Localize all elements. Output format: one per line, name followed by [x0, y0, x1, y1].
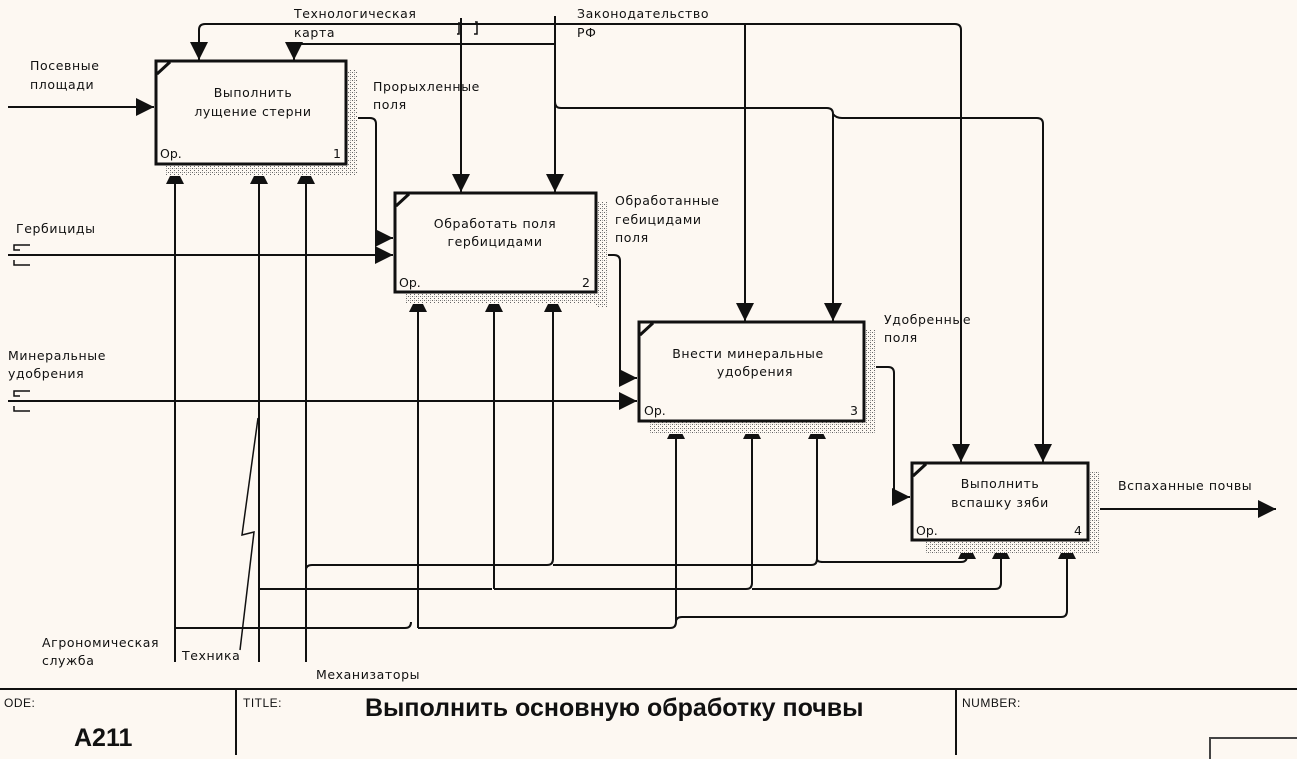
line-agro-bus	[175, 621, 412, 629]
arrow-agro-to-box3	[418, 421, 685, 629]
divider	[235, 690, 237, 755]
diagram-title: Выполнить основную обработку почвы	[365, 694, 864, 722]
label-mineralnye-1: Минеральные	[8, 348, 106, 363]
title-label: TITLE:	[243, 696, 283, 710]
activity-3-number: 3	[850, 403, 858, 418]
label-tech-card-1: Технологическая	[293, 6, 417, 21]
divider	[955, 690, 957, 755]
label-law-1: Законодательство	[577, 6, 709, 21]
box-corner-mark	[638, 321, 655, 337]
arrow-udobrennye-polya	[864, 366, 910, 506]
arrow-tehnika-to-box3	[494, 421, 761, 590]
node-value: A211	[74, 724, 133, 752]
arrow-law-branch	[554, 101, 842, 321]
activity-3-title-line-2: удобрения	[717, 364, 793, 379]
number-box	[1209, 737, 1297, 759]
number-label: NUMBER:	[962, 696, 1021, 710]
tunnel-bracket-mineralnye	[13, 390, 30, 412]
label-posevnye-1: Посевные	[30, 58, 100, 73]
tunnel-tech-card	[457, 21, 478, 35]
title-block: ODE: A211 TITLE: Выполнить основную обра…	[0, 688, 1297, 759]
activity-4-title-line-1: Выполнить	[961, 476, 1040, 491]
activity-4-number: 4	[1074, 523, 1082, 538]
arrow-tech-card-to-box1	[190, 23, 745, 60]
title-cell: TITLE:	[237, 690, 956, 755]
box-corner-mark	[394, 192, 411, 208]
activity-1-number: 1	[333, 146, 341, 161]
idef0-diagram: Выполнить лущение стерни Ор. 1 Обработат…	[8, 6, 1276, 682]
arrow-law-to-box4	[832, 113, 1052, 462]
label-posevnye-2: площади	[30, 77, 94, 92]
arrow-agro-to-box4	[675, 541, 1076, 623]
label-mineralnye-2: удобрения	[8, 366, 84, 381]
line-law-top	[745, 23, 970, 462]
label-proryhlennye-1: Прорыхленные	[373, 79, 480, 94]
node-label: ODE:	[4, 696, 36, 710]
activity-4-title-line-2: вспашку зяби	[951, 495, 1049, 510]
activity-box-4[interactable]: Выполнить вспашку зяби Ор. 4	[910, 461, 1100, 553]
arrow-proryhlennye-polya	[346, 117, 393, 247]
label-mehanizatory: Механизаторы	[316, 667, 420, 682]
label-obrabotannye-3: поля	[615, 230, 649, 245]
label-tech-card-2: карта	[294, 25, 335, 40]
activity-box-3[interactable]: Внести минеральные удобрения Ор. 3	[637, 320, 876, 434]
activity-4-label: Ор.	[916, 523, 938, 538]
activity-2-title-line-2: гербицидами	[447, 234, 542, 249]
label-gerbicidy: Гербициды	[16, 221, 96, 236]
arrow-obrabotannye-polya	[596, 254, 637, 387]
number-cell: NUMBER:	[957, 690, 1297, 755]
arrow-mehanizatory-to-box3	[553, 421, 826, 566]
activity-2-number: 2	[582, 275, 590, 290]
line-mehanizatory-bus	[305, 294, 562, 571]
activity-2-label: Ор.	[399, 275, 421, 290]
activity-1-label: Ор.	[160, 146, 182, 161]
arrow-tehnika-to-box4	[752, 541, 1010, 590]
activity-1-title-line-1: Выполнить	[214, 85, 293, 100]
arrow-tech-card-to-box1-b	[285, 42, 555, 60]
label-obrabotannye-2: гебицидами	[615, 212, 702, 227]
activity-1-title-line-2: лущение стерни	[194, 104, 311, 119]
activity-box-1[interactable]: Выполнить лущение стерни Ор. 1	[154, 59, 358, 176]
arrow-mehanizatory-to-box4	[816, 541, 976, 563]
leader-tehnika	[239, 417, 259, 651]
label-law-2: РФ	[577, 25, 597, 40]
label-agro-2: служба	[42, 653, 95, 668]
box-corner-mark	[155, 60, 172, 76]
activity-box-2[interactable]: Обработать поля гербицидами Ор. 2	[393, 191, 608, 308]
label-vspahannye: Вспаханные почвы	[1118, 478, 1252, 493]
tunnel-bracket-gerbicidy	[13, 244, 30, 266]
label-agro-1: Агрономическая	[42, 635, 159, 650]
label-obrabotannye-1: Обработанные	[615, 193, 720, 208]
label-proryhlennye-2: поля	[373, 97, 407, 112]
activity-3-title-line-1: Внести минеральные	[672, 346, 824, 361]
label-udobrennye-1: Удобренные	[884, 312, 971, 327]
activity-3-label: Ор.	[644, 403, 666, 418]
activity-2-title-line-1: Обработать поля	[434, 216, 556, 231]
label-udobrennye-2: поля	[884, 330, 918, 345]
node-cell: ODE: A211	[0, 690, 236, 755]
box-corner-mark	[911, 462, 928, 478]
label-tehnika: Техника	[181, 648, 240, 663]
